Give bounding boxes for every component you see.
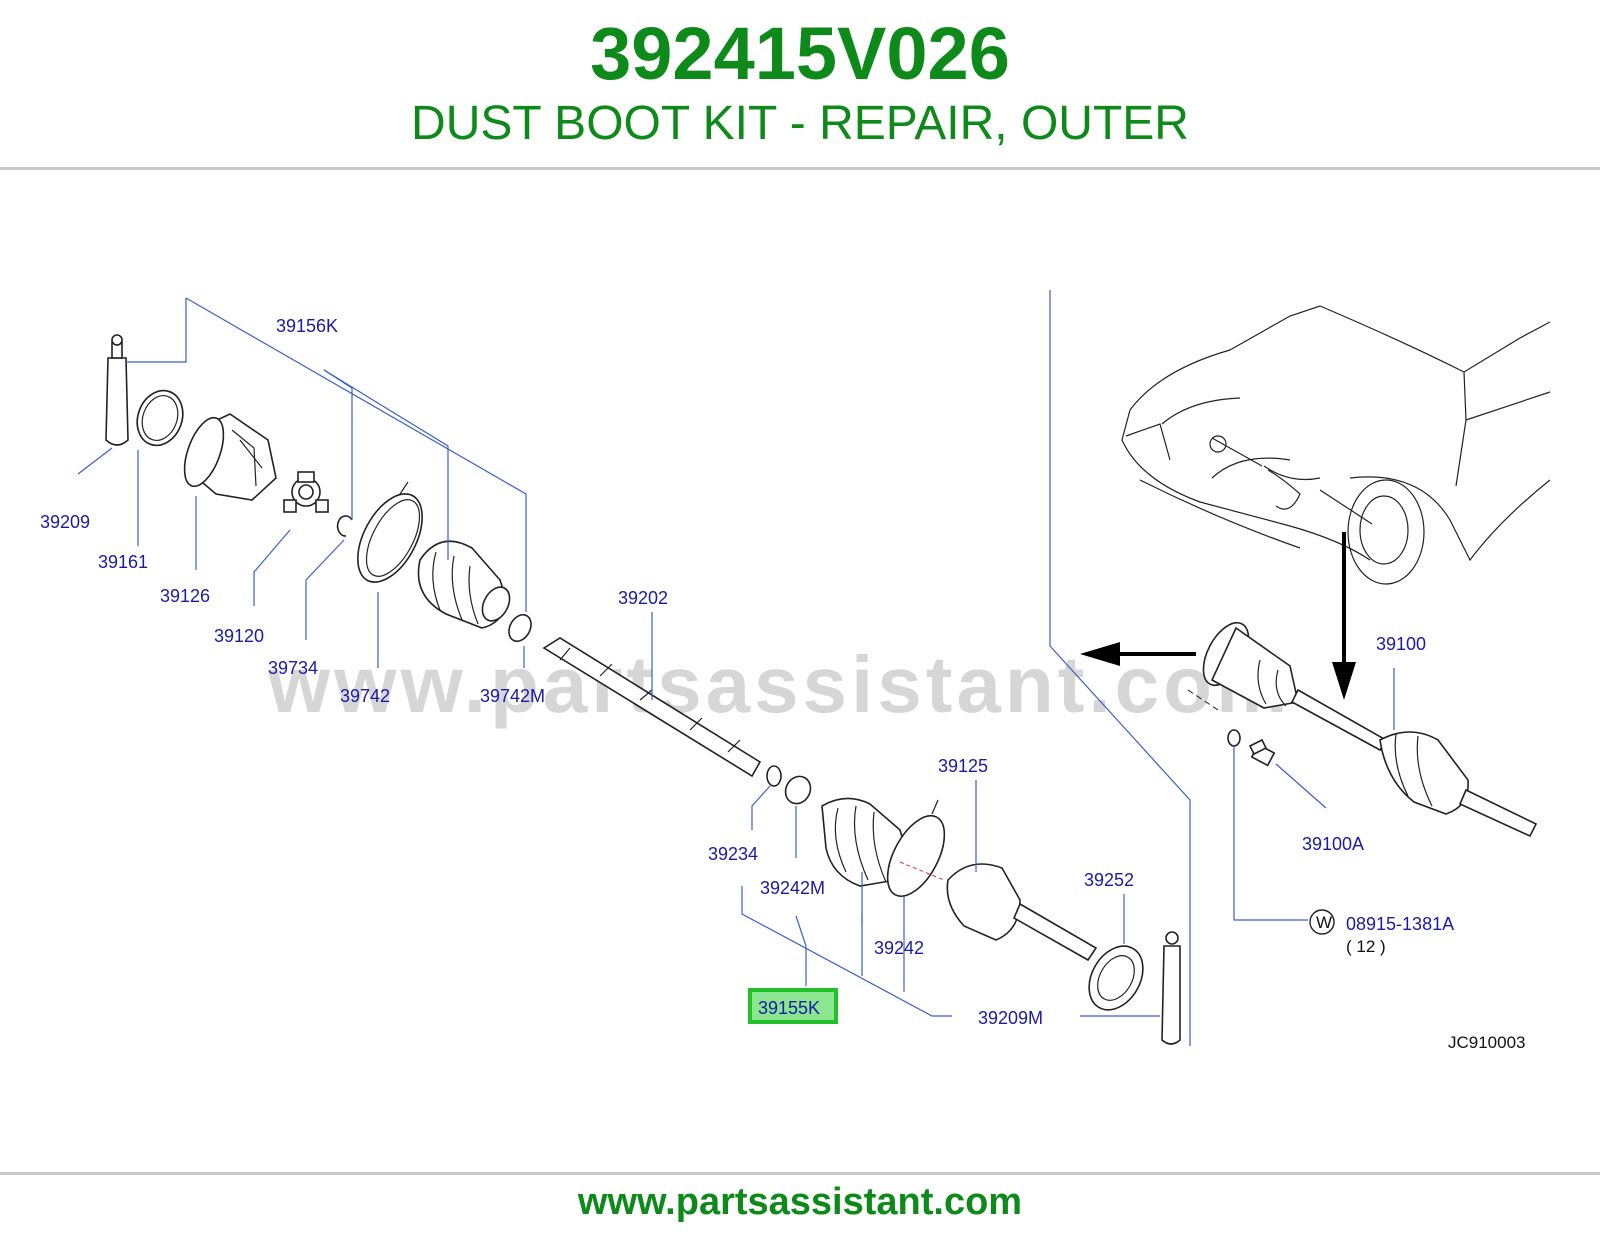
outer-joint-39125: [946, 863, 1098, 962]
grease-tube-39209: [105, 334, 129, 446]
label-39252: 39252: [1084, 870, 1134, 890]
part-number-title: 392415V026: [590, 12, 1010, 95]
label-39156K: 39156K: [276, 316, 338, 336]
shaft-39202: [542, 637, 762, 778]
grease-tube-39209M: [1161, 931, 1181, 1045]
label-39234: 39234: [708, 844, 758, 864]
band-39742M: [508, 613, 532, 643]
label-39734: 39734: [268, 658, 318, 678]
footer-url[interactable]: www.partsassistant.com: [577, 1181, 1023, 1223]
footer-divider: [0, 1172, 1600, 1175]
label-39202: 39202: [618, 588, 668, 608]
label-39161: 39161: [98, 552, 148, 572]
washer-08915: [1227, 729, 1241, 747]
label-08915-1381A: 08915-1381A: [1346, 914, 1454, 934]
quantity-note: ( 12 ): [1346, 937, 1386, 956]
highlight-box-39155K: [748, 988, 838, 1024]
label-39100: 39100: [1376, 634, 1426, 654]
vehicle-illustration: [1121, 305, 1551, 585]
inner-boot: [417, 540, 511, 629]
label-39155K[interactable]: 39155K: [758, 998, 820, 1018]
w-symbol: [1309, 909, 1335, 935]
label-39126: 39126: [160, 586, 210, 606]
label-39120: 39120: [214, 626, 264, 646]
band-39242M: [784, 775, 812, 805]
seal-39252: [1088, 945, 1144, 1011]
snap-ring-39734: [336, 515, 353, 537]
label-39209: 39209: [40, 512, 90, 532]
label-39242M: 39242M: [760, 878, 825, 898]
label-39125: 39125: [938, 756, 988, 776]
part-name-subtitle: DUST BOOT KIT - REPAIR, OUTER: [411, 97, 1189, 150]
header-divider: [0, 167, 1600, 170]
shaft-assembly-39100: [1202, 622, 1538, 838]
band-39742: [357, 481, 423, 583]
ring-39161: [136, 389, 184, 447]
diagram-reference-code: JC910003: [1448, 1033, 1526, 1052]
arrow-down-icon: [1332, 532, 1356, 700]
label-39742M: 39742M: [480, 686, 545, 706]
circlip-39234: [766, 765, 782, 787]
label-39742: 39742: [340, 686, 390, 706]
housing-39126: [183, 413, 277, 501]
label-39100A: 39100A: [1302, 834, 1364, 854]
label-39242: 39242: [874, 938, 924, 958]
w-symbol-letter: W: [1316, 913, 1332, 932]
spider-39120: [283, 471, 329, 513]
bolt-39100A: [1248, 738, 1276, 767]
band-outer: [886, 815, 946, 897]
label-39209M: 39209M: [978, 1008, 1043, 1028]
arrow-left-icon: [1080, 642, 1196, 666]
